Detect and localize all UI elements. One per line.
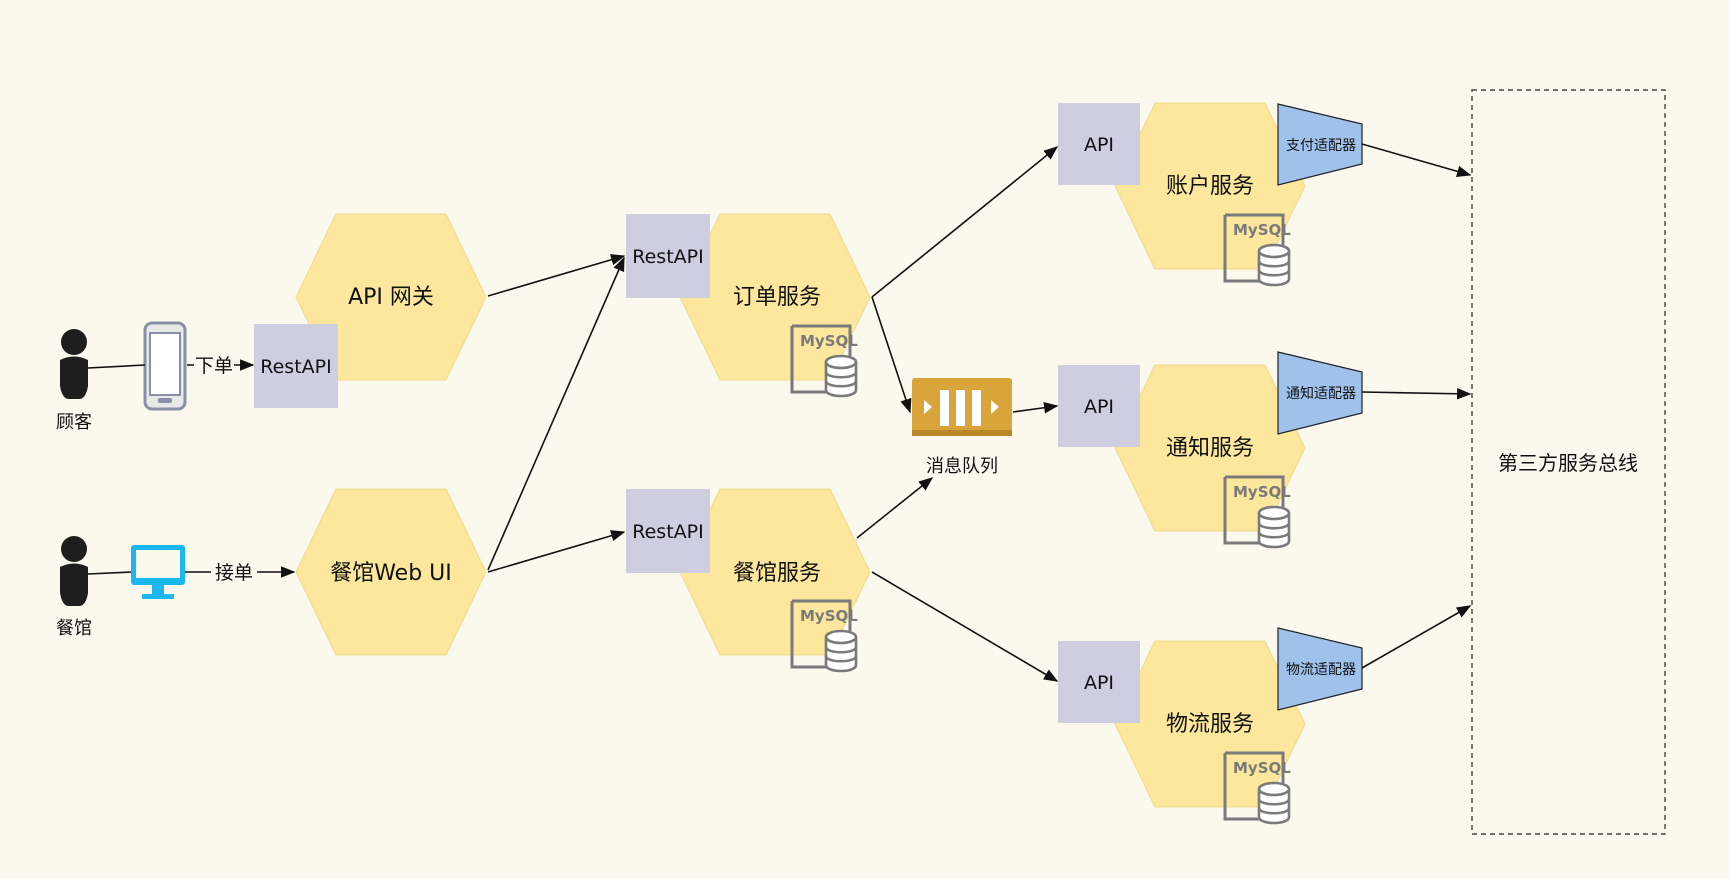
place-order-label: 下单 — [195, 355, 233, 377]
notify-service-node: 通知服务 API 通知适配器 MySQL — [1058, 351, 1363, 549]
database-icon: MySQL — [790, 324, 858, 398]
account-db-label: MySQL — [1233, 221, 1291, 239]
logistics-adapter — [1277, 627, 1363, 711]
gateway-restapi-label: RestAPI — [260, 356, 331, 378]
restaurant-service-title: 餐馆服务 — [733, 561, 821, 586]
notify-adapter — [1277, 351, 1363, 435]
notify-db-label: MySQL — [1233, 483, 1291, 501]
notify-service-api-label: API — [1084, 396, 1114, 418]
edge-gateway-order — [487, 254, 626, 297]
monitor-icon — [131, 545, 185, 599]
message-queue-label: 消息队列 — [926, 456, 998, 477]
edge-restaurant-logistics — [871, 571, 1059, 682]
database-icon: MySQL — [1223, 475, 1291, 549]
account-service-hexagon — [1114, 102, 1306, 270]
customer-label: 顾客 — [56, 412, 92, 433]
third-party-bus: 第三方服务总线 — [1471, 89, 1666, 835]
person-icon — [60, 329, 88, 399]
order-service-title: 订单服务 — [733, 285, 821, 310]
account-service-api-port — [1058, 103, 1140, 185]
notify-service-hexagon — [1114, 364, 1306, 532]
edge-order-queue — [871, 296, 912, 414]
edge-order-account — [871, 146, 1059, 298]
payment-adapter-label: 支付适配器 — [1286, 138, 1356, 154]
edge-customer-phone — [87, 364, 146, 369]
database-icon: MySQL — [790, 599, 858, 673]
third-party-bus-label: 第三方服务总线 — [1498, 451, 1638, 475]
message-queue-icon — [912, 378, 1012, 436]
accept-order-label: 接单 — [215, 562, 253, 584]
smartphone-icon — [143, 321, 187, 411]
gateway-restapi-port — [254, 324, 338, 408]
order-service-node: 订单服务 RestAPI MySQL — [626, 213, 871, 398]
logistics-service-api-port — [1058, 641, 1140, 723]
customer-actor: 顾客 — [56, 321, 187, 433]
logistics-service-title: 物流服务 — [1166, 712, 1254, 737]
notify-service-api-port — [1058, 365, 1140, 447]
account-service-node: 账户服务 API 支付适配器 MySQL — [1058, 102, 1363, 287]
restaurant-service-hexagon — [679, 488, 871, 656]
logistics-service-node: 物流服务 API 物流适配器 MySQL — [1058, 627, 1363, 825]
notify-adapter-label: 通知适配器 — [1286, 385, 1356, 402]
order-db-label: MySQL — [800, 332, 858, 350]
restaurant-label: 餐馆 — [56, 618, 92, 639]
restaurant-web-title: 餐馆Web UI — [330, 561, 452, 586]
message-queue-node: 消息队列 — [912, 378, 1012, 477]
restaurant-service-restapi-label: RestAPI — [632, 521, 703, 543]
person-icon — [60, 536, 88, 606]
payment-adapter — [1277, 103, 1363, 186]
edges: 下单 接单 — [87, 143, 1472, 682]
account-service-title: 账户服务 — [1166, 174, 1254, 199]
edge-restaurant-monitor — [87, 571, 132, 575]
account-service-api-label: API — [1084, 134, 1114, 156]
gateway-node: API 网关 RestAPI — [254, 213, 487, 408]
edge-webui-order — [487, 256, 625, 571]
restaurant-service-node: 餐馆服务 RestAPI MySQL — [626, 488, 871, 673]
edge-webui-restaurant — [487, 530, 626, 573]
edge-logistics-bus — [1361, 605, 1472, 669]
restaurant-db-label: MySQL — [800, 607, 858, 625]
logistics-service-api-label: API — [1084, 672, 1114, 694]
edge-label-bg — [211, 558, 257, 584]
notify-service-title: 通知服务 — [1166, 436, 1254, 461]
order-service-restapi-port — [626, 214, 710, 298]
edge-notify-bus — [1361, 388, 1472, 400]
gateway-title: API 网关 — [348, 285, 434, 310]
order-service-hexagon — [679, 213, 871, 381]
logistics-adapter-label: 物流适配器 — [1286, 662, 1356, 678]
edge-label-bg — [194, 351, 234, 377]
logistics-service-hexagon — [1114, 640, 1306, 808]
restaurant-service-restapi-port — [626, 489, 710, 573]
restaurant-actor: 餐馆 — [56, 536, 185, 639]
database-icon: MySQL — [1223, 213, 1291, 287]
order-service-restapi-label: RestAPI — [632, 246, 703, 268]
database-icon: MySQL — [1223, 751, 1291, 825]
restaurant-web-node: 餐馆Web UI — [295, 488, 487, 656]
logistics-db-label: MySQL — [1233, 759, 1291, 777]
edge-restaurant-queue — [856, 477, 934, 539]
restaurant-web-hexagon — [295, 488, 487, 656]
edge-payment-bus — [1361, 143, 1472, 177]
edge-queue-notify — [1012, 402, 1059, 414]
